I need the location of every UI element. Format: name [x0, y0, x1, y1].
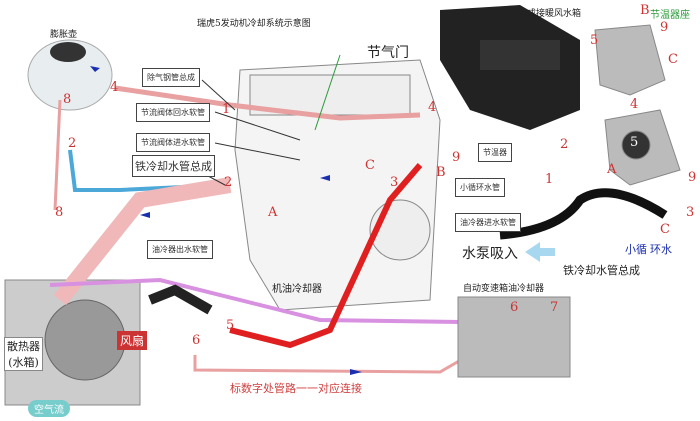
thermostat-seat-label: 节温器座 — [650, 10, 690, 21]
marker-b: B — [436, 165, 446, 180]
flow-arrows — [90, 66, 362, 375]
marker-1: 1 — [222, 102, 231, 117]
marker-c3: C — [660, 222, 670, 237]
hose-black — [148, 284, 213, 315]
radiator-subtitle: (水箱) — [8, 356, 39, 369]
marker-a: A — [268, 205, 278, 220]
trans-oil-cooler-illustration — [457, 296, 571, 378]
diagram-title: 瑞虎5发动机冷却系统示意图 — [197, 19, 311, 29]
marker-a2: A — [607, 162, 617, 177]
iron-pipe-illustration — [499, 188, 668, 240]
marker-8b: 8 — [55, 205, 64, 220]
marker-3b: 3 — [686, 205, 695, 220]
thermostat-housing — [594, 24, 681, 186]
marker-5: 5 — [590, 33, 599, 48]
marker-4b: 4 — [428, 100, 437, 115]
engine-oil-cooler-label: 机油冷却器 — [272, 284, 322, 295]
marker-4c: 4 — [630, 97, 639, 112]
pipe-8 — [53, 99, 62, 211]
expansion-tank-label: 膨胀壶 — [50, 30, 78, 40]
iron-pipe-label-2: 铁冷却水管总成 — [563, 264, 640, 277]
trans-oil-cooler-label: 自动变速箱油冷却器 — [463, 284, 545, 294]
radiator-label: 散热器 (水箱) — [4, 337, 43, 371]
pipe-5 — [229, 163, 423, 349]
marker-c2: C — [668, 52, 678, 67]
marker-2c: 2 — [560, 137, 569, 152]
connection-note: 标数字处管路一一对应连接 — [230, 382, 362, 395]
pump-suction-arrow — [525, 242, 555, 262]
marker-5b: 5 — [630, 135, 639, 150]
small-loop-pipe-label: 小循环水管 — [455, 178, 505, 197]
marker-6: 6 — [192, 333, 201, 348]
marker-2b: 2 — [224, 175, 233, 190]
ac-heater-label: 空调总成接暖风水箱 — [500, 9, 582, 19]
marker-9c: 9 — [688, 170, 697, 185]
marker-9: 9 — [452, 150, 461, 165]
small-loop-water-2: 环水 — [650, 243, 672, 256]
radiator-title: 散热器 — [7, 340, 40, 353]
marker-9b: 9 — [660, 20, 669, 35]
pipe-1 — [53, 177, 232, 305]
expansion-tank-illustration — [27, 39, 113, 111]
thermostat-label: 节温器 — [478, 143, 512, 162]
marker-5c: 5 — [226, 318, 235, 333]
throttle-label: 节气门 — [367, 45, 409, 61]
engine-illustration — [234, 59, 441, 311]
pump-suction-label: 水泵吸入 — [462, 246, 518, 262]
marker-4: 4 — [110, 80, 119, 95]
small-loop-water-1: 小循 — [625, 243, 647, 256]
marker-3: 3 — [390, 175, 399, 190]
throttle-inlet-hose-label: 节流阀体进水软管 — [136, 133, 210, 152]
fan-label: 风扇 — [117, 331, 148, 350]
marker-8: 8 — [63, 92, 72, 107]
oil-cooler-inlet-label: 油冷器进水软管 — [455, 213, 521, 232]
iron-pipe-label: 铁冷却水管总成 — [132, 155, 215, 177]
ac-heater-unit — [440, 5, 580, 130]
throttle-return-hose-label: 节流阀体回水软管 — [136, 103, 210, 122]
airflow-label: 空气流 — [28, 400, 70, 417]
marker-c: C — [365, 158, 375, 173]
marker-b2: B — [640, 3, 650, 18]
pipe-4 — [114, 85, 421, 121]
marker-6b: 6 — [510, 300, 519, 315]
marker-1b: 1 — [545, 172, 554, 187]
marker-7: 7 — [550, 300, 559, 315]
degas-pipe-label: 除气钢管总成 — [142, 68, 200, 87]
oil-cooler-outlet-label: 油冷器出水软管 — [147, 240, 213, 259]
marker-2: 2 — [68, 136, 77, 151]
